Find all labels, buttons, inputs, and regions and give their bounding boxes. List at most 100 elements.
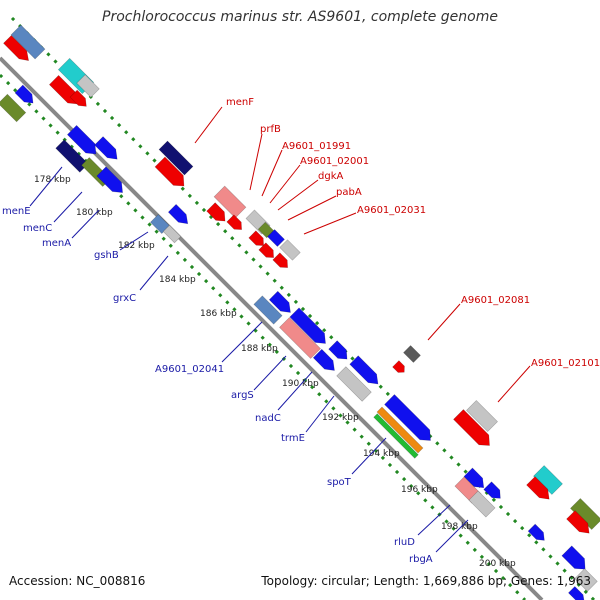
gene-label-menF[interactable]: menF (226, 97, 254, 108)
leader-line (194, 106, 223, 144)
leader-line (497, 365, 531, 403)
gene-feature-block[interactable] (272, 252, 291, 271)
gene-feature-block[interactable] (376, 406, 424, 454)
accession-label: Accession: NC_008816 (9, 574, 146, 588)
kbp-label: 188 kbp (241, 344, 278, 354)
gene-feature-block[interactable] (226, 214, 245, 233)
gene-label-rbgA[interactable]: rbgA (409, 554, 433, 565)
leader-line (119, 231, 149, 251)
gene-feature-block[interactable] (566, 510, 594, 538)
gene-feature-block[interactable] (463, 467, 488, 492)
gene-feature-block[interactable] (94, 136, 122, 164)
gene-feature-block[interactable] (248, 230, 267, 249)
gene-feature-block[interactable] (206, 202, 230, 226)
gene-feature-block[interactable] (257, 221, 275, 239)
gene-feature-block[interactable] (0, 93, 27, 123)
gene-label-A9601_02081[interactable]: A9601_02081 (461, 295, 530, 306)
gene-feature-block[interactable] (3, 35, 33, 65)
gene-feature-block[interactable] (526, 476, 554, 504)
kbp-label: 192 kbp (322, 413, 359, 423)
leader-line (435, 519, 469, 553)
gene-label-argS[interactable]: argS (231, 390, 254, 401)
gene-feature-block[interactable] (55, 139, 89, 173)
gene-label-spoT[interactable]: spoT (327, 477, 352, 488)
gene-label-prfB[interactable]: prfB (260, 124, 281, 135)
leader-line (71, 209, 100, 239)
gene-feature-block[interactable] (466, 400, 498, 432)
gene-feature-block[interactable] (279, 239, 301, 261)
gene-feature-block[interactable] (258, 242, 277, 261)
gene-feature-block[interactable] (384, 394, 436, 446)
gene-feature-block[interactable] (10, 24, 46, 60)
gene-feature-block[interactable] (69, 89, 90, 110)
gene-feature-block[interactable] (162, 224, 182, 244)
gene-feature-block[interactable] (96, 166, 127, 197)
gene-feature-block[interactable] (336, 366, 372, 402)
gene-label-trmE[interactable]: trmE (281, 433, 305, 444)
gene-feature-block[interactable] (76, 74, 100, 98)
kbp-label: 198 kbp (441, 522, 478, 532)
gene-feature-block[interactable] (453, 409, 494, 450)
kbp-scale: 178 kbp 180 kbp 182 kbp 184 kbp 186 kbp … (34, 175, 516, 569)
kbp-label: 196 kbp (401, 485, 438, 495)
gene-feature-block[interactable] (267, 229, 285, 247)
gene-feature-block[interactable] (312, 348, 338, 374)
leader-line (261, 149, 283, 197)
leader-line (277, 179, 319, 211)
gene-label-A9601_02101[interactable]: A9601_02101 (531, 358, 600, 369)
gene-label-menA[interactable]: menA (42, 238, 71, 249)
gene-feature-block[interactable] (392, 360, 408, 376)
gene-feature-block[interactable] (570, 498, 600, 530)
gene-label-menE[interactable]: menE (2, 206, 31, 217)
leader-line (53, 191, 83, 223)
gene-feature-block[interactable] (167, 203, 191, 227)
gene-feature-block[interactable] (158, 140, 194, 176)
kbp-label: 186 kbp (200, 309, 237, 319)
gene-feature-block[interactable] (468, 490, 496, 518)
gene-label-pabA[interactable]: pabA (336, 187, 362, 198)
leader-line (139, 255, 169, 291)
gene-feature-block[interactable] (66, 124, 100, 158)
gene-feature-block[interactable] (533, 465, 563, 495)
gene-label-A9601_01991[interactable]: A9601_01991 (282, 141, 351, 152)
gene-feature-block[interactable] (561, 545, 590, 574)
kbp-label: 180 kbp (76, 208, 113, 218)
kbp-label: 182 kbp (118, 241, 155, 251)
gene-label-dgkA[interactable]: dgkA (318, 171, 343, 182)
gene-feature-block[interactable] (403, 345, 421, 363)
gene-feature-block[interactable] (483, 481, 505, 503)
gene-feature-block[interactable] (279, 317, 321, 359)
leader-line (417, 504, 451, 536)
gene-feature-block[interactable] (154, 156, 189, 191)
gene-feature-block[interactable] (373, 413, 419, 459)
gene-feature-block[interactable] (150, 214, 170, 234)
gene-label-menC[interactable]: menC (23, 223, 52, 234)
gene-feature-block[interactable] (527, 523, 548, 544)
kbp-label: 200 kbp (479, 559, 516, 569)
kbp-label: 194 kbp (363, 449, 400, 459)
gene-label-A9601_02001[interactable]: A9601_02001 (300, 156, 369, 167)
gene-label-A9601_02031[interactable]: A9601_02031 (357, 205, 426, 216)
leader-line (269, 164, 301, 204)
gene-label-grxC[interactable]: grxC (113, 293, 136, 304)
gene-feature-block[interactable] (268, 290, 294, 316)
gene-feature-block[interactable] (328, 340, 352, 364)
leader-line (277, 371, 313, 411)
gene-feature-block[interactable] (574, 568, 598, 592)
gene-label-gshB[interactable]: gshB (94, 250, 119, 261)
leader-line (249, 133, 263, 191)
reverse-gene-labels: menE menC menA gshB grxC A9601_02041 arg… (2, 166, 469, 565)
kbp-label: 184 kbp (159, 275, 196, 285)
leader-line (427, 303, 461, 341)
gene-label-rluD[interactable]: rluD (394, 537, 415, 548)
gene-label-A9601_02041[interactable]: A9601_02041 (155, 364, 224, 375)
gene-feature-block[interactable] (14, 84, 37, 107)
topology-label: Topology: circular; Length: 1,669,886 bp… (261, 574, 591, 588)
leader-line (351, 437, 387, 475)
gene-feature-block[interactable] (349, 355, 383, 389)
leader-line (303, 212, 357, 235)
gene-feature-block[interactable] (568, 586, 587, 600)
gene-label-nadC[interactable]: nadC (255, 413, 281, 424)
gene-feature-block[interactable] (253, 295, 283, 325)
gene-feature-block[interactable] (289, 307, 330, 348)
